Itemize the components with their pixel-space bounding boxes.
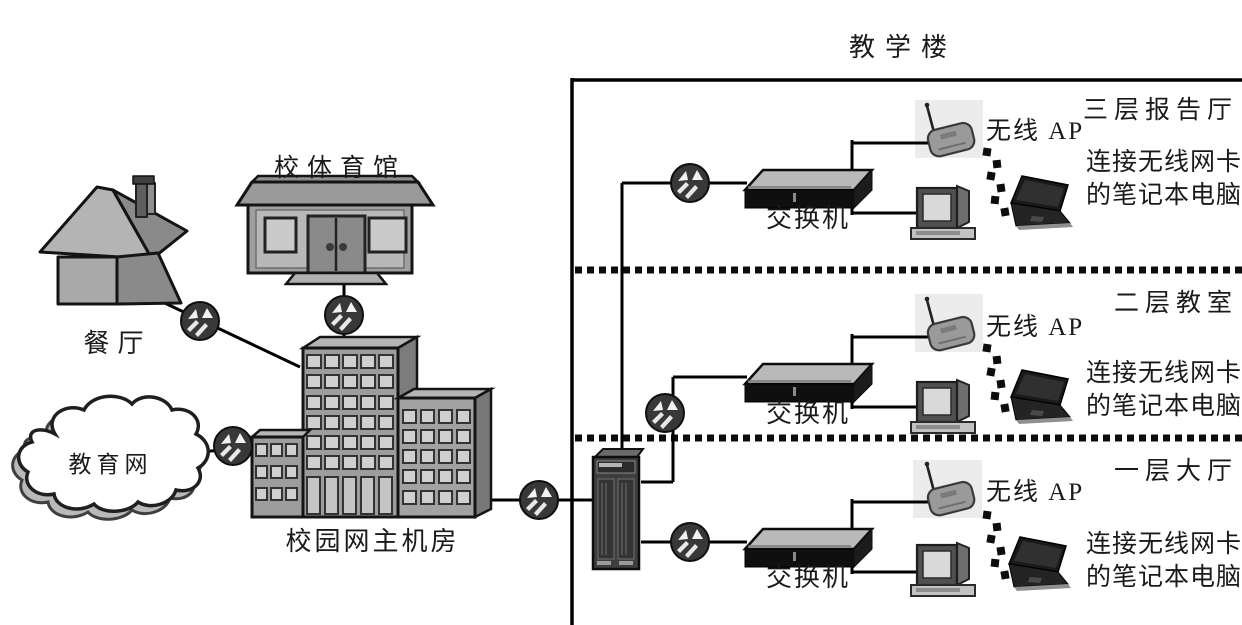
floor3-ap-label: 无线 AP xyxy=(986,118,1085,145)
floor1-switch-label: 交换机 xyxy=(765,563,850,592)
floor2-laptop-caption-line2: 的笔记本电脑 xyxy=(1086,393,1242,420)
floor3-name: 三层报告厅 xyxy=(1082,97,1238,124)
gym-label: 校体育馆 xyxy=(273,155,406,182)
floor2-ap-label: 无线 AP xyxy=(986,314,1085,341)
floor3-laptop-caption-line2: 的笔记本电脑 xyxy=(1086,182,1242,209)
laptop-floor2 xyxy=(1010,369,1074,425)
floor2-laptop-caption: 连接无线网卡 的笔记本电脑 xyxy=(1086,357,1242,423)
chimney xyxy=(135,182,148,218)
desktop-computer-floor1 xyxy=(909,541,977,598)
gym-window-left xyxy=(263,216,298,254)
diagram-title: 教学楼 xyxy=(848,33,957,62)
laptop-floor1 xyxy=(1008,536,1072,592)
machine-room-building xyxy=(248,334,496,520)
floor1-laptop-caption: 连接无线网卡 的笔记本电脑 xyxy=(1086,528,1242,594)
floor1-name: 一层大厅 xyxy=(1113,458,1238,485)
floor1-laptop-caption-line2: 的笔记本电脑 xyxy=(1086,564,1242,591)
floor3-laptop-caption-line1: 连接无线网卡 xyxy=(1086,149,1242,176)
tower-windows xyxy=(306,354,394,470)
laptop-floor3 xyxy=(1010,175,1074,231)
desktop-computer-floor2 xyxy=(909,378,977,435)
floor2-switch-label: 交换机 xyxy=(765,399,850,428)
tower-entrance-columns xyxy=(306,476,393,515)
house-restaurant xyxy=(38,175,189,306)
floor1-ap-label: 无线 AP xyxy=(986,479,1085,506)
floor1-laptop-caption-line1: 连接无线网卡 xyxy=(1086,531,1242,558)
wifi-signal-floor2 xyxy=(982,343,1010,413)
gym-building xyxy=(234,174,436,286)
server-rack xyxy=(591,447,645,571)
hub-floor3 xyxy=(670,163,710,203)
restaurant-label: 餐厅 xyxy=(83,329,152,358)
right-wing-windows xyxy=(402,409,471,505)
hub-machine-room xyxy=(519,480,559,520)
hub-floor2 xyxy=(645,393,685,433)
cloud-label: 教育网 xyxy=(68,452,153,477)
floor3-switch-label: 交换机 xyxy=(765,204,850,233)
hub-floor1 xyxy=(670,522,710,562)
desktop-computer-floor3 xyxy=(909,184,977,241)
hub-restaurant xyxy=(180,301,220,341)
cloud-education-network xyxy=(11,394,210,521)
wifi-signal-floor3 xyxy=(982,147,1010,217)
floor2-name: 二层教室 xyxy=(1113,290,1238,317)
floor3-laptop-caption: 连接无线网卡 的笔记本电脑 xyxy=(1086,146,1242,212)
teaching-building-frame xyxy=(570,78,1242,625)
machine-room-label: 校园网主机房 xyxy=(285,527,460,556)
hub-gym xyxy=(324,295,364,335)
hub-education-network xyxy=(213,426,253,466)
left-wing-windows xyxy=(255,443,298,501)
wifi-signal-floor1 xyxy=(982,510,1010,580)
gym-window-right xyxy=(367,216,408,254)
floor2-laptop-caption-line1: 连接无线网卡 xyxy=(1086,360,1242,387)
